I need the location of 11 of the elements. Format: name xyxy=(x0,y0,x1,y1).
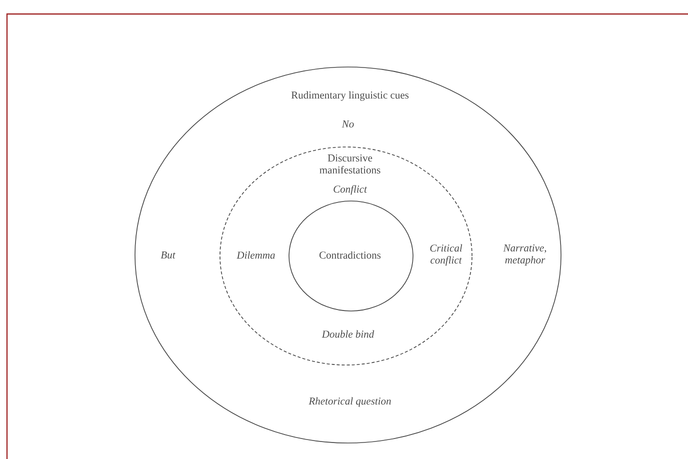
label-text: Critical conflict xyxy=(430,244,462,266)
label-text: Contradictions xyxy=(320,251,381,259)
label-text: Narrative, metaphor xyxy=(503,244,546,266)
label-text: Conflict xyxy=(334,185,368,195)
label-text: No xyxy=(342,120,354,128)
heading-text: Rudimentary linguistic cues xyxy=(291,91,409,101)
label-text: But xyxy=(160,252,176,258)
label-text: Double bind xyxy=(322,330,374,338)
heading-text: Discursive manifestations xyxy=(320,154,380,174)
label-text: Rhetorical question xyxy=(308,397,391,407)
label-text: Dilemma xyxy=(236,251,275,259)
